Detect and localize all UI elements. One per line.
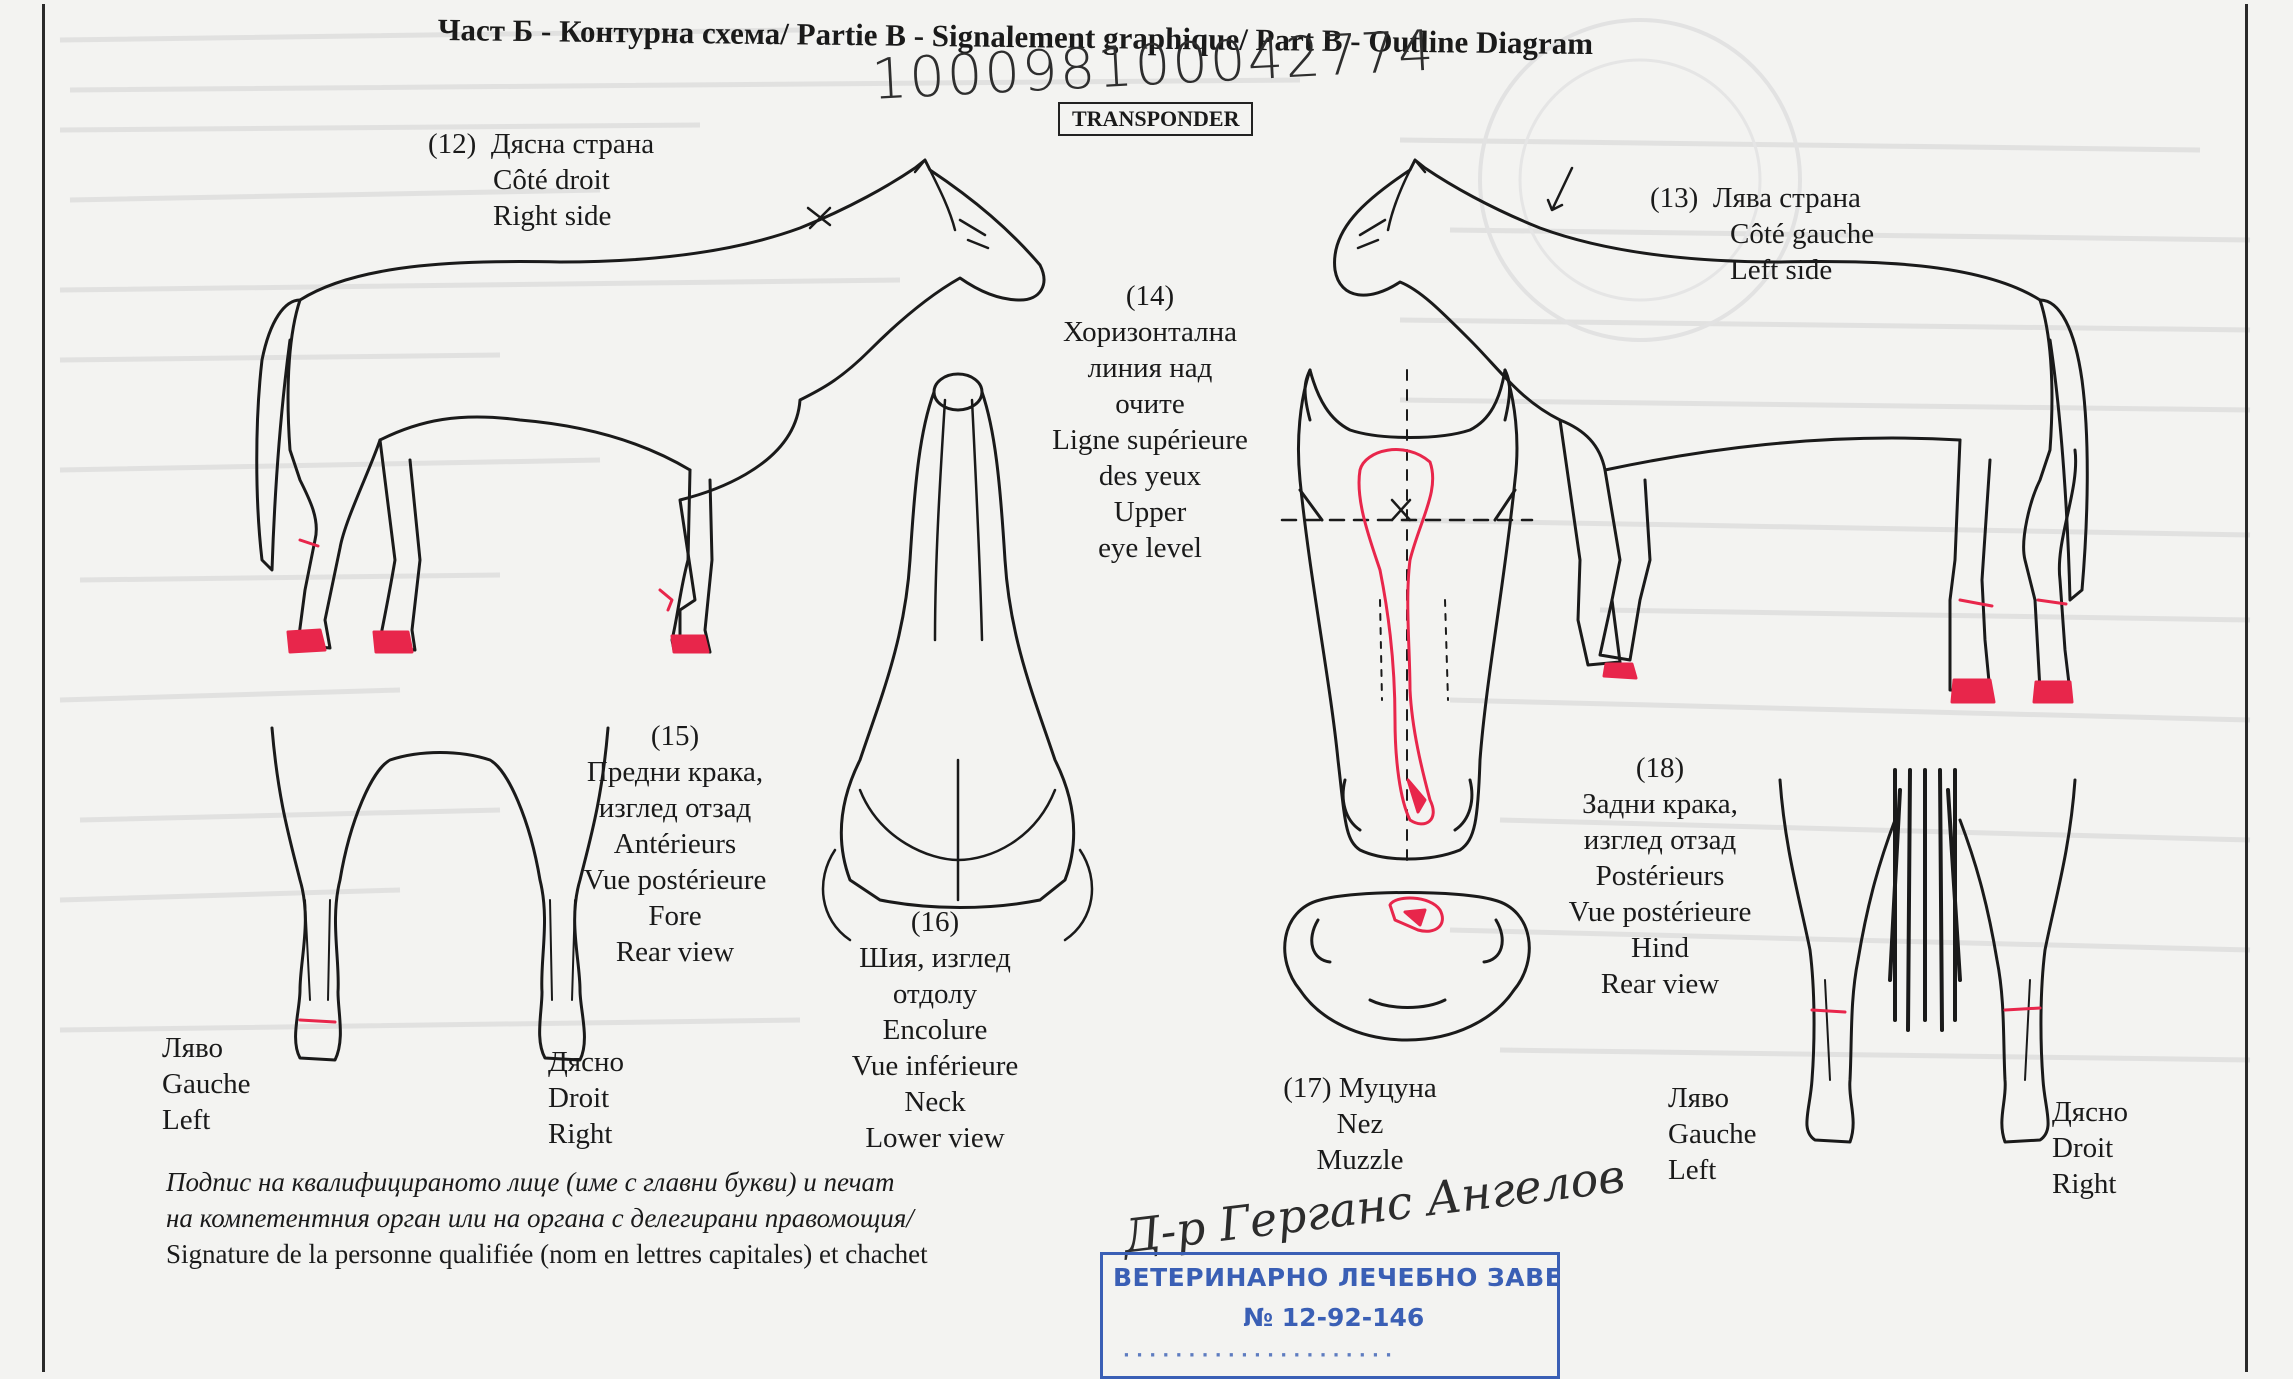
veterinary-stamp: ВЕТЕРИНАРНО ЛЕЧЕБНО ЗАВЕДЕНИЕ № 12-92-14… — [1100, 1252, 1560, 1379]
hind-legs-rear-diagram — [1778, 768, 2077, 1144]
horse-left-side-diagram — [1333, 158, 2089, 704]
hind-right-label: Дясно Droit Right — [2052, 1096, 2129, 1200]
label-muzzle: (17) Муцуна Nez Muzzle — [1283, 1072, 1437, 1176]
horse-right-side-diagram — [255, 158, 1046, 654]
label-left-side: (13) Лява страна Côté gauche Left side — [1650, 182, 1875, 286]
label-eye-level: (14) Хоризонтална линия над очите Ligne … — [1052, 280, 1248, 564]
signature-instructions: Подпис на квалифицираното лице (име с гл… — [166, 1167, 928, 1269]
horse-head-front-diagram — [1280, 368, 1534, 861]
label-fore-legs: (15) Предни крака, изглед отзад Antérieu… — [583, 720, 767, 968]
fore-left-label: Ляво Gauche Left — [162, 1032, 251, 1136]
label-right-side: (12) Дясна страна Côté droit Right side — [428, 128, 655, 232]
transponder-label: TRANSPONDER — [1058, 102, 1254, 136]
neck-lower-view-diagram — [821, 372, 1094, 942]
muzzle-diagram — [1283, 891, 1531, 1042]
hind-left-label: Ляво Gauche Left — [1668, 1082, 1757, 1186]
label-hind-legs: (18) Задни крака, изглед отзад Postérieu… — [1568, 752, 1752, 1000]
fore-right-label: Дясно Droit Right — [548, 1046, 625, 1150]
label-neck: (16) Шия, изглед отдолу Encolure Vue inf… — [851, 906, 1019, 1154]
page-frame — [42, 4, 2248, 1372]
fore-legs-rear-diagram — [270, 726, 610, 1062]
